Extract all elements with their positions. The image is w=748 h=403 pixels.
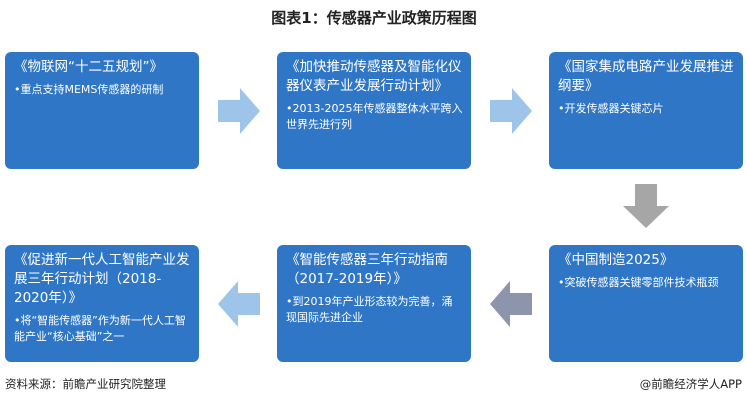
source-note: 资料来源：前瞻产业研究院整理 [5, 377, 166, 391]
arrow-down-icon [623, 184, 669, 228]
policy-point: •突破传感器关键零部件技术瓶颈 [558, 276, 719, 289]
arrow-right-icon [490, 88, 532, 134]
figure-title: 图表1：传感器产业政策历程图 [271, 9, 477, 27]
policy-box-ai-industry-plan: 《促进新一代人工智能产业发展三年行动计划（2018-2020年）》 •将“智能传… [5, 245, 199, 362]
policy-box-made-in-china-2025: 《中国制造2025》 •突破传感器关键零部件技术瓶颈 [549, 245, 743, 362]
policy-box-sensor-action-plan: 《加快推动传感器及智能化仪器仪表产业发展行动计划》 •2013-2025年传感器… [277, 52, 471, 169]
policy-title: 《中国制造2025》 [558, 252, 674, 268]
credit-note: @前瞻经济学人APP [639, 377, 742, 391]
policy-title: 《加快推动传感器及智能化仪器仪表产业发展行动计划》 [286, 59, 462, 94]
policy-box-ic-industry-outline: 《国家集成电路产业发展推进纲要》 •开发传感器关键芯片 [549, 52, 743, 169]
arrow-right-icon [218, 88, 260, 134]
policy-box-smart-sensor-guide: 《智能传感器三年行动指南（2017-2019年）》 •到2019年产业形态较为完… [277, 245, 471, 362]
policy-point: •2013-2025年传感器整体水平跨入世界先进行列 [286, 102, 463, 131]
policy-point: •到2019年产业形态较为完善，涌现国际先进企业 [286, 295, 453, 324]
arrow-left-icon [490, 281, 532, 327]
arrow-left-icon [218, 281, 260, 327]
policy-title: 《物联网“十二五规划”》 [14, 59, 163, 75]
policy-title: 《智能传感器三年行动指南（2017-2019年）》 [286, 252, 448, 287]
policy-title: 《促进新一代人工智能产业发展三年行动计划（2018-2020年）》 [14, 252, 190, 306]
policy-box-iot-12th-plan: 《物联网“十二五规划”》 •重点支持MEMS传感器的研制 [5, 52, 199, 169]
policy-point: •重点支持MEMS传感器的研制 [14, 83, 164, 96]
policy-point: •将“智能传感器”作为新一代人工智能产业“核心基础”之一 [14, 314, 186, 343]
policy-point: •开发传感器关键芯片 [558, 102, 664, 115]
policy-title: 《国家集成电路产业发展推进纲要》 [558, 59, 734, 94]
